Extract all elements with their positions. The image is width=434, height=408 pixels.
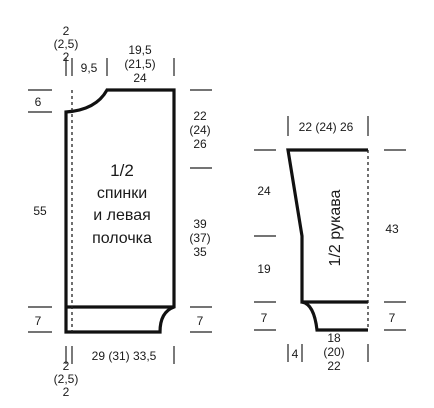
sleeve-cuff-offset-label: 4	[292, 347, 299, 361]
sleeve-cuff-outline	[301, 300, 368, 332]
sleeve-cuff-right-label: 7	[389, 311, 396, 325]
sleeve-total-height-label: 43	[385, 222, 399, 236]
sleeve-cuff-left-label: 7	[261, 311, 268, 325]
hem-right-label: 7	[197, 314, 204, 328]
back-title-line-2: и левая	[93, 207, 151, 224]
side-label-2: (37)	[189, 231, 210, 245]
sleeve-lower-height-label: 19	[257, 262, 271, 276]
shoulder-label-1: 19,5	[128, 43, 152, 57]
shoulder-label-2: (21,5)	[124, 57, 155, 71]
back-title-fraction: 1/2	[110, 161, 134, 180]
side-label-1: 39	[193, 217, 207, 231]
back-title-line-1: спинки	[97, 185, 147, 202]
top-left-small-2: 2	[63, 50, 70, 64]
sleeve-title: 1/2 рукава	[327, 189, 344, 266]
top-left-small: 2	[63, 24, 70, 38]
bottom-width-label: 29 (31) 33,5	[92, 349, 157, 363]
armhole-label-3: 26	[193, 137, 207, 151]
sleeve-piece: 22 (24) 26 24 19 7 43 7 4 18 (20) 22 1/2…	[254, 116, 406, 373]
neck-width-label: 9,5	[81, 61, 98, 75]
neck-depth-label: 6	[35, 95, 42, 109]
bottom-left-small: 2	[63, 359, 70, 373]
hem-left-label: 7	[35, 314, 42, 328]
sleeve-piece-outline	[286, 148, 368, 304]
back-title-line-3: полочка	[92, 230, 152, 247]
top-left-small-alt: (2,5)	[54, 37, 79, 51]
armhole-label-1: 22	[193, 109, 207, 123]
armhole-label-2: (24)	[189, 123, 210, 137]
sleeve-bottom-label-3: 22	[327, 359, 341, 373]
bottom-left-small-alt: (2,5)	[54, 372, 79, 386]
back-piece: 2 (2,5) 2 9,5 19,5 (21,5) 24 6 55 7 22 (…	[28, 24, 212, 399]
sleeve-top-width-label: 22 (24) 26	[299, 120, 354, 134]
sleeve-bottom-label-2: (20)	[323, 345, 344, 359]
sleeve-upper-height-label: 24	[257, 184, 271, 198]
side-label-3: 35	[193, 245, 207, 259]
bottom-left-small-2: 2	[63, 385, 70, 399]
body-height-label: 55	[33, 204, 47, 218]
sleeve-bottom-label-1: 18	[327, 331, 341, 345]
shoulder-label-3: 24	[133, 71, 147, 85]
